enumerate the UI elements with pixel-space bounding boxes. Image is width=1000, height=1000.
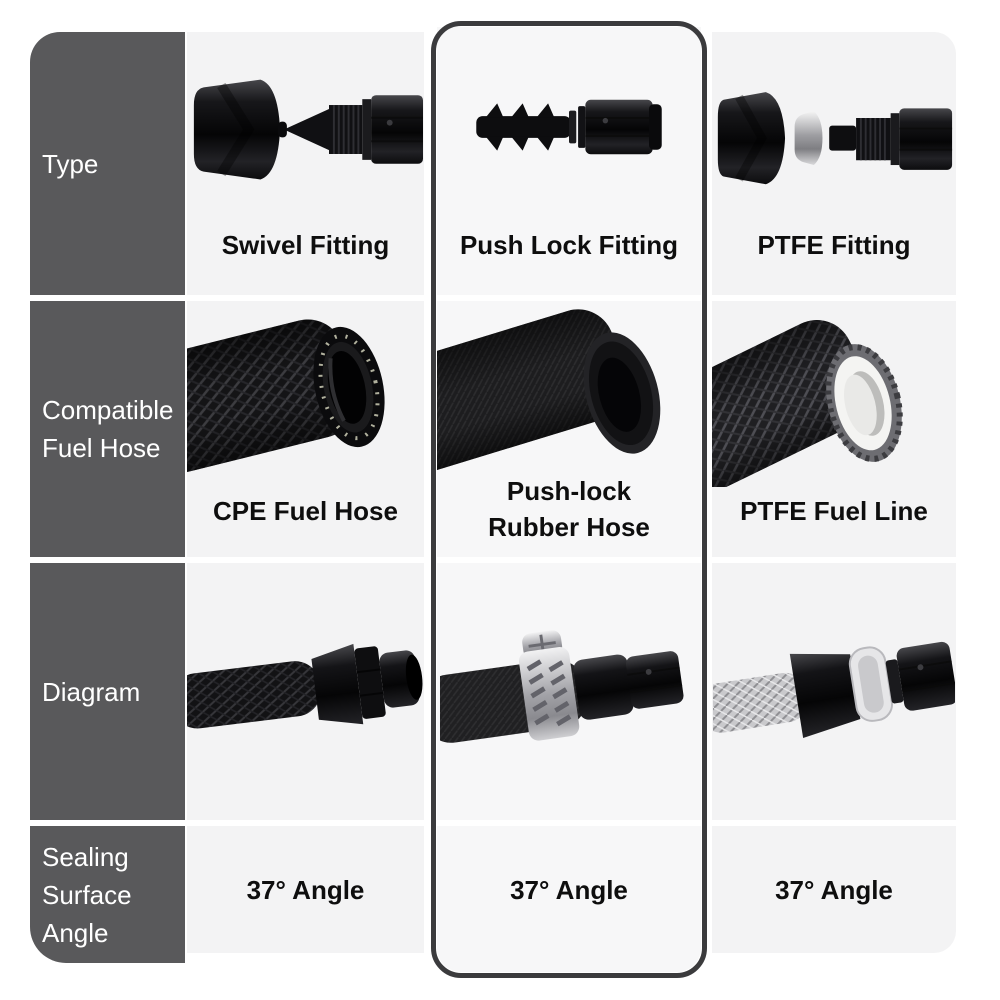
push-lock-fitting-label: Push Lock Fitting: [459, 230, 679, 260]
ptfe-fitting-photo: [717, 91, 953, 184]
row-header-type: Type: [30, 32, 185, 295]
row-header-compatible-fuel-hose-label: Compatible Fuel Hose: [42, 395, 174, 463]
swivel-fitting-photo-wrap: [187, 32, 424, 227]
push-lock-rubber-hose-photo: [437, 309, 661, 472]
rubber-hose-photo-wrap: [437, 301, 701, 473]
ptfe-line-with-fitting-photo: [713, 641, 955, 738]
cell-cpe-hose: CPE Fuel Hose: [187, 301, 424, 557]
comparison-grid: Type Compatible Fuel Hose Diagram Sealin…: [30, 27, 956, 972]
row-header-sealing-surface-angle: Sealing Surface Angle: [30, 826, 185, 963]
ptfe-fitting-photo-wrap: [712, 32, 956, 227]
cell-push-lock-diagram: [437, 563, 701, 820]
cell-swivel-diagram: [187, 563, 424, 820]
cpe-fuel-hose-photo: [187, 319, 385, 473]
ptfe-fuel-line-photo: [712, 320, 903, 487]
ptfe-line-photo-wrap: [712, 301, 956, 493]
ptfe-line-label: PTFE Fuel Line: [740, 496, 928, 526]
cell-swivel-angle: 37° Angle: [187, 826, 424, 953]
push-lock-diagram-photo-wrap: [437, 563, 701, 820]
cell-ptfe-type: PTFE Fitting: [712, 32, 956, 295]
swivel-angle-label: 37° Angle: [246, 874, 365, 905]
row-header-diagram: Diagram: [30, 563, 185, 820]
row-header-sealing-surface-angle-label: Sealing Surface Angle: [42, 841, 132, 948]
ptfe-angle-label: 37° Angle: [775, 874, 893, 905]
rubber-hose-with-clamp-and-fitting-photo: [440, 629, 684, 743]
row-header-type-label: Type: [42, 148, 99, 179]
cell-ptfe-angle: 37° Angle: [712, 826, 956, 953]
push-lock-hose-label: Push-lock Rubber Hose: [488, 476, 650, 542]
push-lock-angle-label: 37° Angle: [510, 874, 628, 905]
cpe-hose-label: CPE Fuel Hose: [213, 496, 398, 526]
cell-ptfe-diagram: [712, 563, 956, 820]
row-header-compatible-fuel-hose: Compatible Fuel Hose: [30, 301, 185, 557]
swivel-fitting-label: Swivel Fitting: [221, 230, 390, 260]
cell-push-lock-hose: Push-lock Rubber Hose: [437, 301, 701, 557]
ptfe-diagram-photo-wrap: [712, 563, 956, 820]
row-header-diagram-label: Diagram: [42, 676, 141, 707]
cell-push-lock-angle: 37° Angle: [437, 826, 701, 972]
swivel-diagram-photo-wrap: [187, 563, 424, 820]
push-lock-fitting-photo-wrap: [437, 27, 701, 227]
cell-push-lock-type: Push Lock Fitting: [437, 27, 701, 295]
braided-hose-with-swivel-fitting-photo: [187, 643, 423, 728]
swivel-fitting-photo: [193, 79, 423, 179]
push-lock-fitting-photo: [476, 99, 662, 155]
cell-swivel-type: Swivel Fitting: [187, 32, 424, 295]
ptfe-fitting-label: PTFE Fitting: [757, 230, 911, 260]
cell-ptfe-line: PTFE Fuel Line: [712, 301, 956, 557]
cpe-hose-photo-wrap: [187, 301, 424, 493]
